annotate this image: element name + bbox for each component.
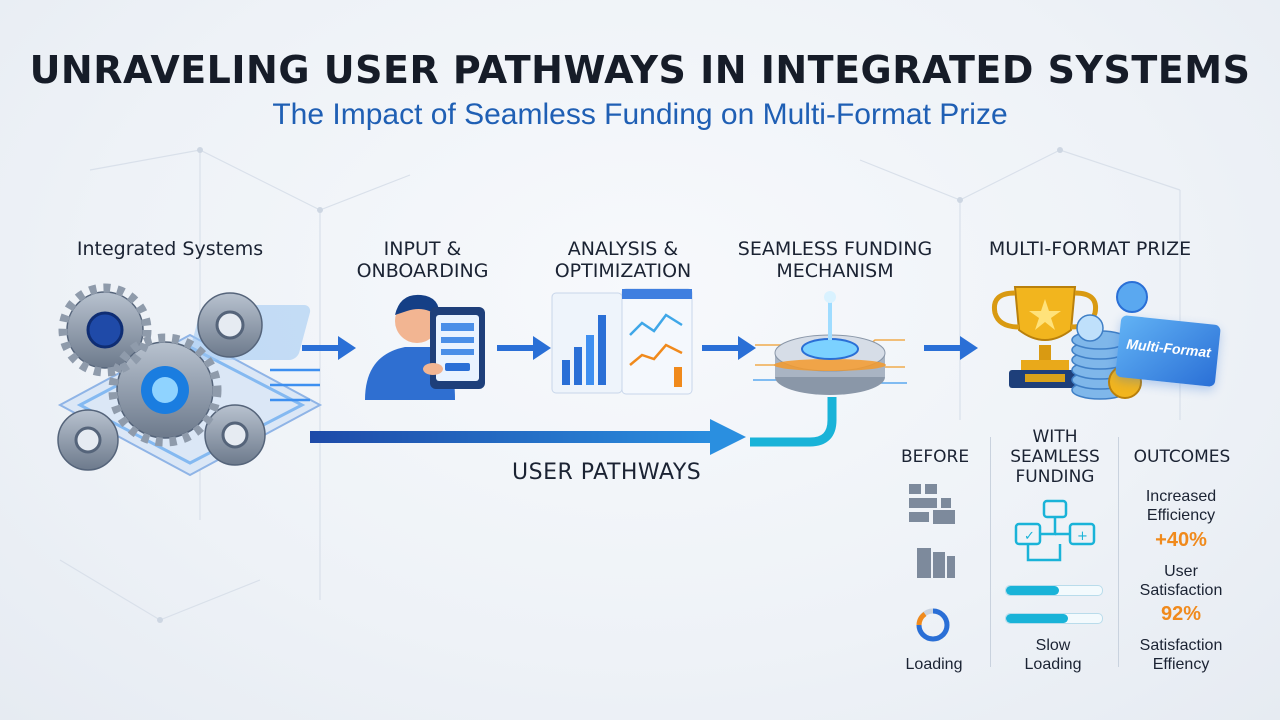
svg-text:+: +	[1077, 529, 1088, 544]
outcome-value-efficiency: +40%	[1155, 529, 1207, 551]
before-caption: Loading	[905, 656, 963, 673]
progress-bar-2-fill	[1006, 614, 1069, 623]
svg-text:✓: ✓	[1024, 529, 1035, 544]
multi-format-card-text: Multi-Format	[1125, 335, 1212, 361]
with-funding-caption: Slow Loading	[1024, 637, 1082, 673]
progress-bar-2	[1005, 613, 1103, 624]
progress-bar-1	[1005, 585, 1103, 596]
before-heading: BEFORE	[900, 447, 970, 467]
trophy-icon	[991, 286, 1099, 388]
arrow-to-funding-icon	[702, 336, 756, 360]
outcome-value-satisfaction: 92%	[1160, 603, 1202, 625]
user-pathway-arrow-icon	[310, 397, 837, 455]
outcome-label-efficiency: Increased Efficiency	[1145, 488, 1217, 524]
loading-spinner-icon	[916, 608, 950, 642]
outcome-label-satisfaction: User Satisfaction	[1139, 563, 1223, 599]
stage-label-input-onboarding: INPUT & ONBOARDING	[356, 238, 489, 282]
outcomes-heading: OUTCOMES	[1133, 447, 1231, 467]
flowchart-icon: ✓ +	[1014, 499, 1096, 562]
user-pathways-label: USER PATHWAYS	[512, 460, 702, 485]
arrow-to-analysis-icon	[497, 336, 551, 360]
fragmented-blocks-icon	[909, 484, 955, 578]
page-subtitle: The Impact of Seamless Funding on Multi-…	[272, 98, 1008, 131]
column-divider	[990, 437, 991, 667]
gears-cluster-icon	[57, 283, 323, 477]
progress-bar-1-fill	[1006, 586, 1059, 595]
multi-format-card: Multi-Format	[1115, 314, 1221, 388]
column-divider	[1118, 437, 1119, 667]
stage-label-multi-format-prize: MULTI-FORMAT PRIZE	[988, 238, 1192, 260]
with-funding-heading: WITH SEAMLESS FUNDING	[1010, 427, 1100, 487]
analytics-charts-icon	[551, 288, 693, 395]
stage-label-integrated-systems: Integrated Systems	[76, 238, 264, 260]
user-with-tablet-icon	[365, 294, 485, 400]
stage-label-analysis-optimization: ANALYSIS & OPTIMIZATION	[554, 238, 692, 282]
arrow-to-prize-icon	[924, 336, 978, 360]
arrow-to-input-icon	[302, 336, 356, 360]
outcome-footer: Satisfaction Effiency	[1139, 637, 1223, 673]
page-title: UNRAVELING USER PATHWAYS IN INTEGRATED S…	[29, 48, 1251, 92]
stage-label-seamless-funding: SEAMLESS FUNDING MECHANISM	[737, 238, 933, 282]
funding-hub-icon	[753, 291, 907, 395]
